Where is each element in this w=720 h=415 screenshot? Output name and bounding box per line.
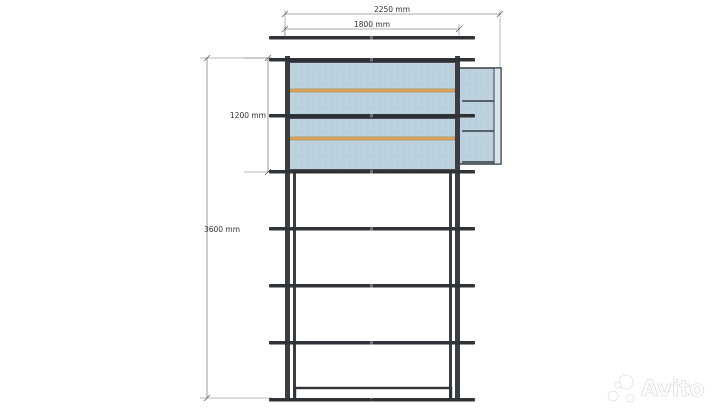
dimension-inner-width: 1800 mm bbox=[281, 20, 463, 37]
upper-cabinet bbox=[288, 61, 457, 171]
dimension-upper-height: 1200 mm bbox=[230, 54, 272, 176]
overall-width-label: 2250 mm bbox=[374, 5, 410, 14]
inner-width-label: 1800 mm bbox=[354, 20, 390, 29]
avito-logo-icon bbox=[607, 374, 635, 403]
bottom-base bbox=[293, 386, 453, 402]
total-height-label: 3600 mm bbox=[204, 225, 240, 234]
watermark: Avito bbox=[607, 374, 705, 403]
lower-panel bbox=[288, 117, 457, 171]
plank-lower bbox=[289, 136, 456, 141]
dimension-overall-width: 2250 mm bbox=[281, 5, 504, 72]
upper-height-label: 1200 mm bbox=[230, 111, 266, 120]
plank-upper bbox=[289, 88, 456, 93]
watermark-text: Avito bbox=[641, 377, 705, 402]
upper-panel bbox=[288, 61, 457, 116]
top-cap bbox=[269, 36, 475, 40]
dimension-total-height: 3600 mm bbox=[200, 54, 272, 402]
